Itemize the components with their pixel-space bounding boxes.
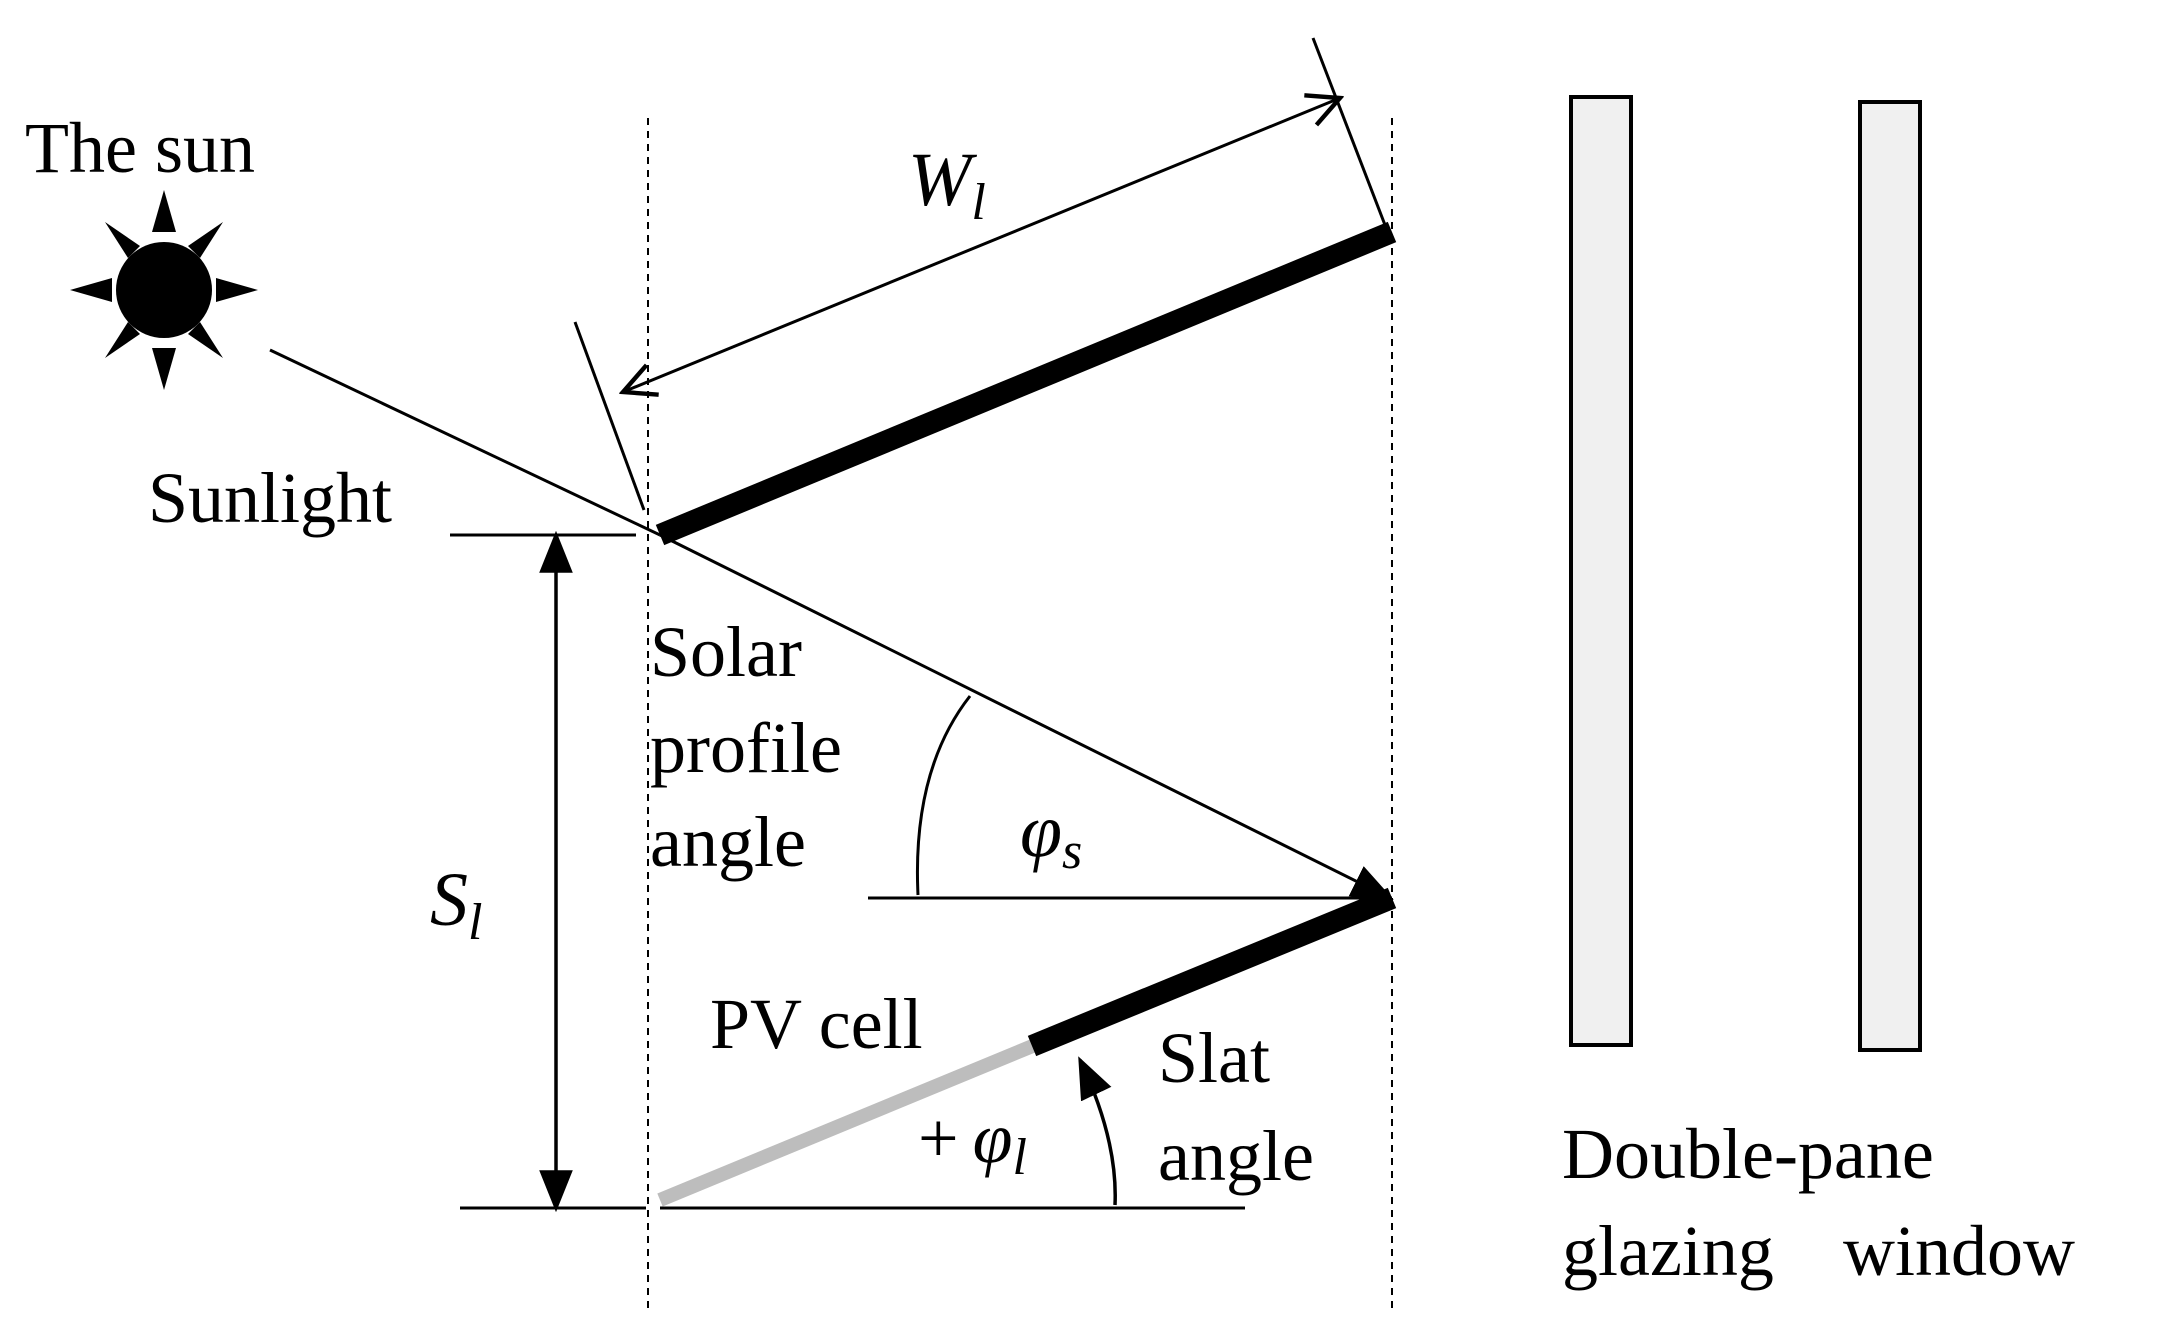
slat-angle-label-line2: angle [1158,1116,1314,1196]
sunlight-ray [269,348,661,537]
window-label-line1: Double-pane [1562,1114,1934,1194]
solar-profile-label-line2: profile [650,708,842,788]
pv-cell-strip [657,1038,1038,1207]
solar-profile-angle-symbol: φs [1020,789,1082,880]
sun-label: The sun [25,108,255,188]
glazing-pane-right [1858,100,1922,1052]
pv-cell-label: PV cell [710,984,923,1064]
slat-angle-symbol: +φl [918,1098,1027,1186]
upper-slat [655,221,1397,546]
slat-spacing-label: Sl [430,858,482,951]
solar-profile-label-line1: Solar [650,612,802,692]
width-tick-right [1311,37,1387,226]
glazing-pane-left [1569,95,1633,1047]
sun-icon [70,190,258,390]
window-label-window: window [1843,1211,2075,1291]
slat-width-label: Wl [908,138,986,231]
solar-profile-label-line3: angle [650,802,806,882]
solar-profile-angle-arc [915,695,972,896]
window-label-glazing: glazing [1562,1211,1774,1291]
slat-angle-arc [1078,1056,1117,1206]
slat-width-arrow [623,98,1340,392]
lower-slat [1027,887,1397,1057]
sunlight-label: Sunlight [148,458,392,538]
width-tick-left [573,321,646,511]
slat-angle-label-line1: Slat [1158,1018,1270,1098]
sunlight-reflected-ray [659,533,1394,900]
